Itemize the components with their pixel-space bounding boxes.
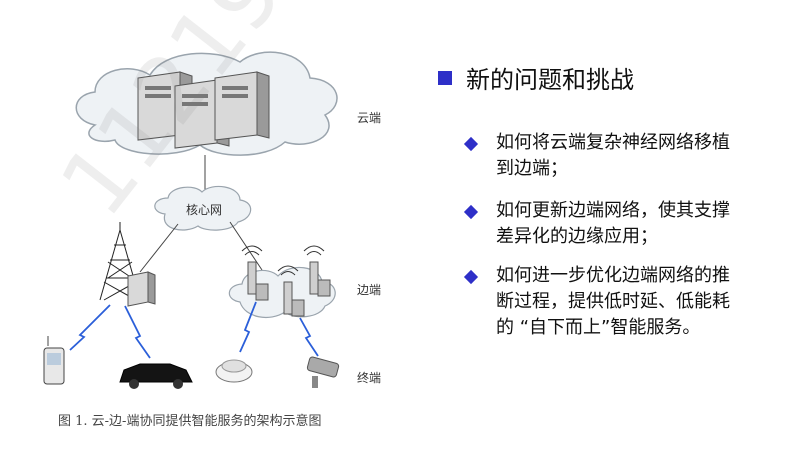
tier-label-terminal: 终端: [357, 370, 381, 385]
core-network-cloud-shape: [154, 185, 252, 231]
square-bullet-icon: [438, 70, 452, 85]
mobile-phone-icon: [43, 336, 65, 385]
tier-label-cloud: 云端: [357, 111, 381, 125]
wireless-link: [299, 317, 319, 357]
wifi-router-icon: [303, 245, 331, 297]
core-network-label: 核心网: [186, 203, 222, 217]
tier-label-edge: 边端: [357, 283, 381, 297]
bullet-line: 如何将云端复杂神经网络移植: [496, 132, 730, 153]
server-icon: [214, 71, 270, 141]
wireless-link: [239, 301, 257, 353]
bullet-line: 如何进一步优化边端网络的推: [496, 265, 730, 286]
wireless-link: [69, 304, 111, 351]
bullet-line: 差异化的边缘应用；: [496, 226, 658, 247]
heading-row: 新的问题和挑战: [438, 60, 634, 95]
bullet-line: 的 “自下而上”智能服务。: [496, 317, 701, 338]
wifi-router-icon: [241, 245, 269, 301]
bullet-line: 到边端；: [496, 158, 568, 179]
link-line: [229, 221, 263, 271]
slide-heading: 新的问题和挑战: [466, 66, 634, 94]
link-line: [139, 223, 179, 273]
edge-server-icon: [127, 271, 156, 307]
bullet-line: 如何更新边端网络，使其支撑: [496, 200, 730, 221]
car-icon: [119, 363, 193, 389]
smoke-detector-icon: [215, 359, 253, 383]
surveillance-camera-icon: [306, 356, 340, 388]
wifi-router-icon: [277, 265, 305, 317]
bullet-line: 断过程，提供低时延、低能耗: [496, 291, 730, 312]
figure-caption: 图 1. 云-边-端协同提供智能服务的架构示意图: [58, 414, 322, 429]
wireless-link: [124, 305, 151, 359]
